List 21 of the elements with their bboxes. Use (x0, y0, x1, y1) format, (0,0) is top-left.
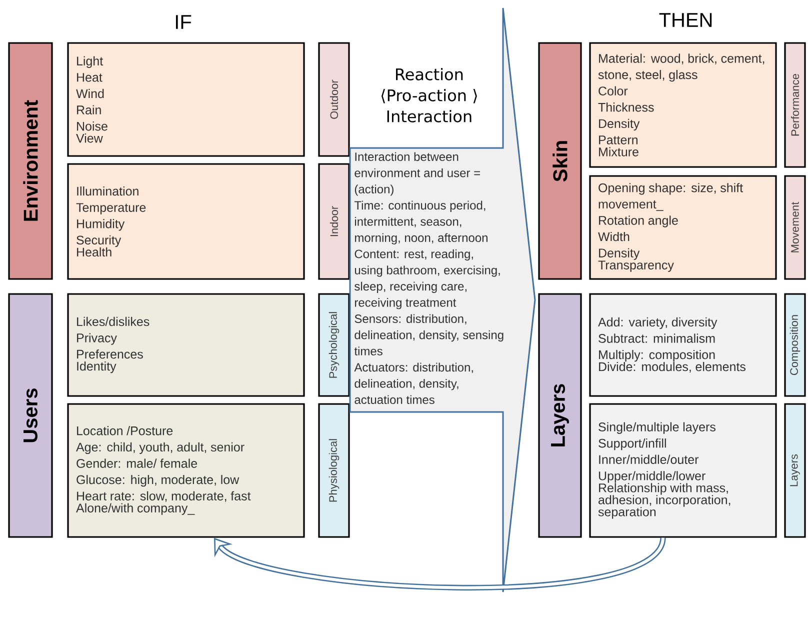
side-tab: Psychological (318, 293, 350, 397)
side-tab: Physiological (318, 403, 350, 538)
side-tab: Movement (784, 175, 806, 280)
list-box: Add: variety, diversity Subtract: minimalism Multiply: composition Divide: modules, elements (589, 293, 777, 397)
side-tab: Performance (784, 42, 806, 168)
side-tab: Outdoor (318, 42, 350, 157)
category-bar: Layers (538, 293, 582, 538)
list-box: Material: wood, brick, cement, stone, steel, glass Color Thickness Density Pattern Mixture (589, 42, 777, 168)
category-bar: Environment (8, 42, 53, 280)
category-bar: Users (8, 293, 53, 538)
list-box: Light Heat Wind Rain Noise View (67, 42, 305, 157)
side-tab: Layers (784, 403, 806, 538)
curved-arrow (214, 536, 666, 590)
list-box: Single/multiple layers Support/infill Inner/middle/outer Upper/middle/lower Relationship with mass, adhesion, incorporation, separation (589, 403, 777, 538)
list-box: Opening shape: size, shift movement_ Rotation angle Width Density Transparency (589, 175, 777, 280)
list-box: Illumination Temperature Humidity Security Health (67, 163, 305, 280)
category-bar: Skin (538, 42, 582, 280)
list-box: Location /Posture Age: child, youth, adult, senior Gender: male/ female Glucose: high, moderate, low Heart rate: slow, moderate, fast Alone/with company_ (67, 403, 305, 538)
list-box: Likes/dislikes Privacy Preferences Identity (67, 293, 305, 397)
side-tab: Composition (784, 293, 806, 397)
side-tab: Indoor (318, 163, 350, 280)
